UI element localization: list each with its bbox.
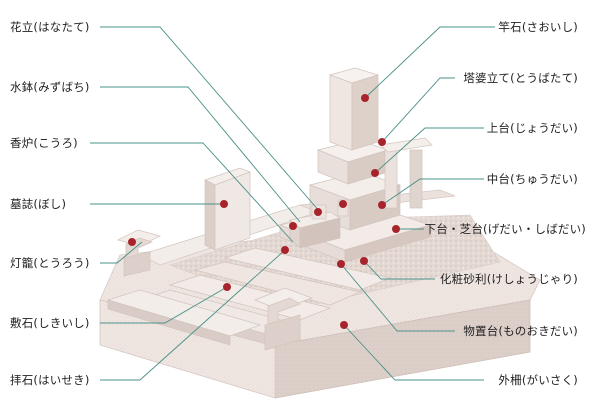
dot-keshou [360, 257, 368, 265]
leader-joudai [374, 127, 484, 174]
leader-mizubachi [100, 86, 301, 223]
label-toubatate: 塔婆立て(とうばたて) [463, 71, 578, 85]
leader-monooki [340, 263, 455, 332]
dot-chuudai [378, 201, 386, 209]
label-keshou: 化粧砂利(けしょうじゃり) [439, 272, 578, 286]
leader-haiseki [100, 249, 286, 381]
leader-chuudai [381, 178, 484, 206]
dot-mizubachi [314, 208, 322, 216]
leader-kouro [90, 142, 294, 243]
label-kouro: 香炉(こうろ) [10, 136, 78, 150]
label-tourou: 灯籠(とうろう) [10, 256, 90, 270]
main-pillar [328, 67, 380, 151]
label-chuudai: 中台(ちゅうだい) [486, 172, 578, 186]
dot-shikiishi [223, 283, 231, 291]
dot-haiseki [281, 246, 289, 254]
leader-shikiishi [100, 286, 228, 324]
steps [106, 289, 262, 346]
label-haiseki: 拝石(はいせき) [10, 373, 90, 387]
label-monooki: 物置台(ものおきだい) [463, 324, 578, 338]
leader-tourou [100, 241, 143, 264]
leader-hanatate [100, 26, 321, 213]
leader-saoishi [364, 26, 495, 99]
dot-kouro [289, 222, 297, 230]
label-mizubachi: 水鉢(みずばち) [10, 80, 90, 94]
label-shikiishi: 敷石(しきいし) [10, 316, 90, 330]
dot-hanatate [339, 200, 347, 208]
marker-dots [128, 94, 400, 329]
leader-lines [90, 26, 495, 381]
dot-tourou [128, 238, 136, 246]
dot-joudai [371, 169, 379, 177]
label-gaisaku: 外柵(がいさく) [498, 373, 578, 387]
dot-gedai [392, 225, 400, 233]
dot-monooki [337, 260, 345, 268]
dot-saoishi [361, 94, 369, 102]
label-saoishi: 竿石(さおいし) [498, 20, 578, 34]
leader-keshou [363, 260, 435, 280]
label-gedai: 下台・芝台(げだい・しばだい) [424, 222, 586, 236]
label-boshi: 墓誌(ぼし) [10, 197, 67, 211]
leader-toubatate [381, 77, 455, 143]
dot-toubatate [378, 138, 386, 146]
dot-gaisaku [340, 321, 348, 329]
dot-boshi [220, 200, 228, 208]
leader-gaisaku [343, 324, 484, 381]
label-hanatate: 花立(はなたて) [10, 20, 90, 34]
lantern-right [254, 287, 314, 351]
label-joudai: 上台(じょうだい) [486, 121, 578, 135]
epitaph-tablet [204, 167, 251, 251]
